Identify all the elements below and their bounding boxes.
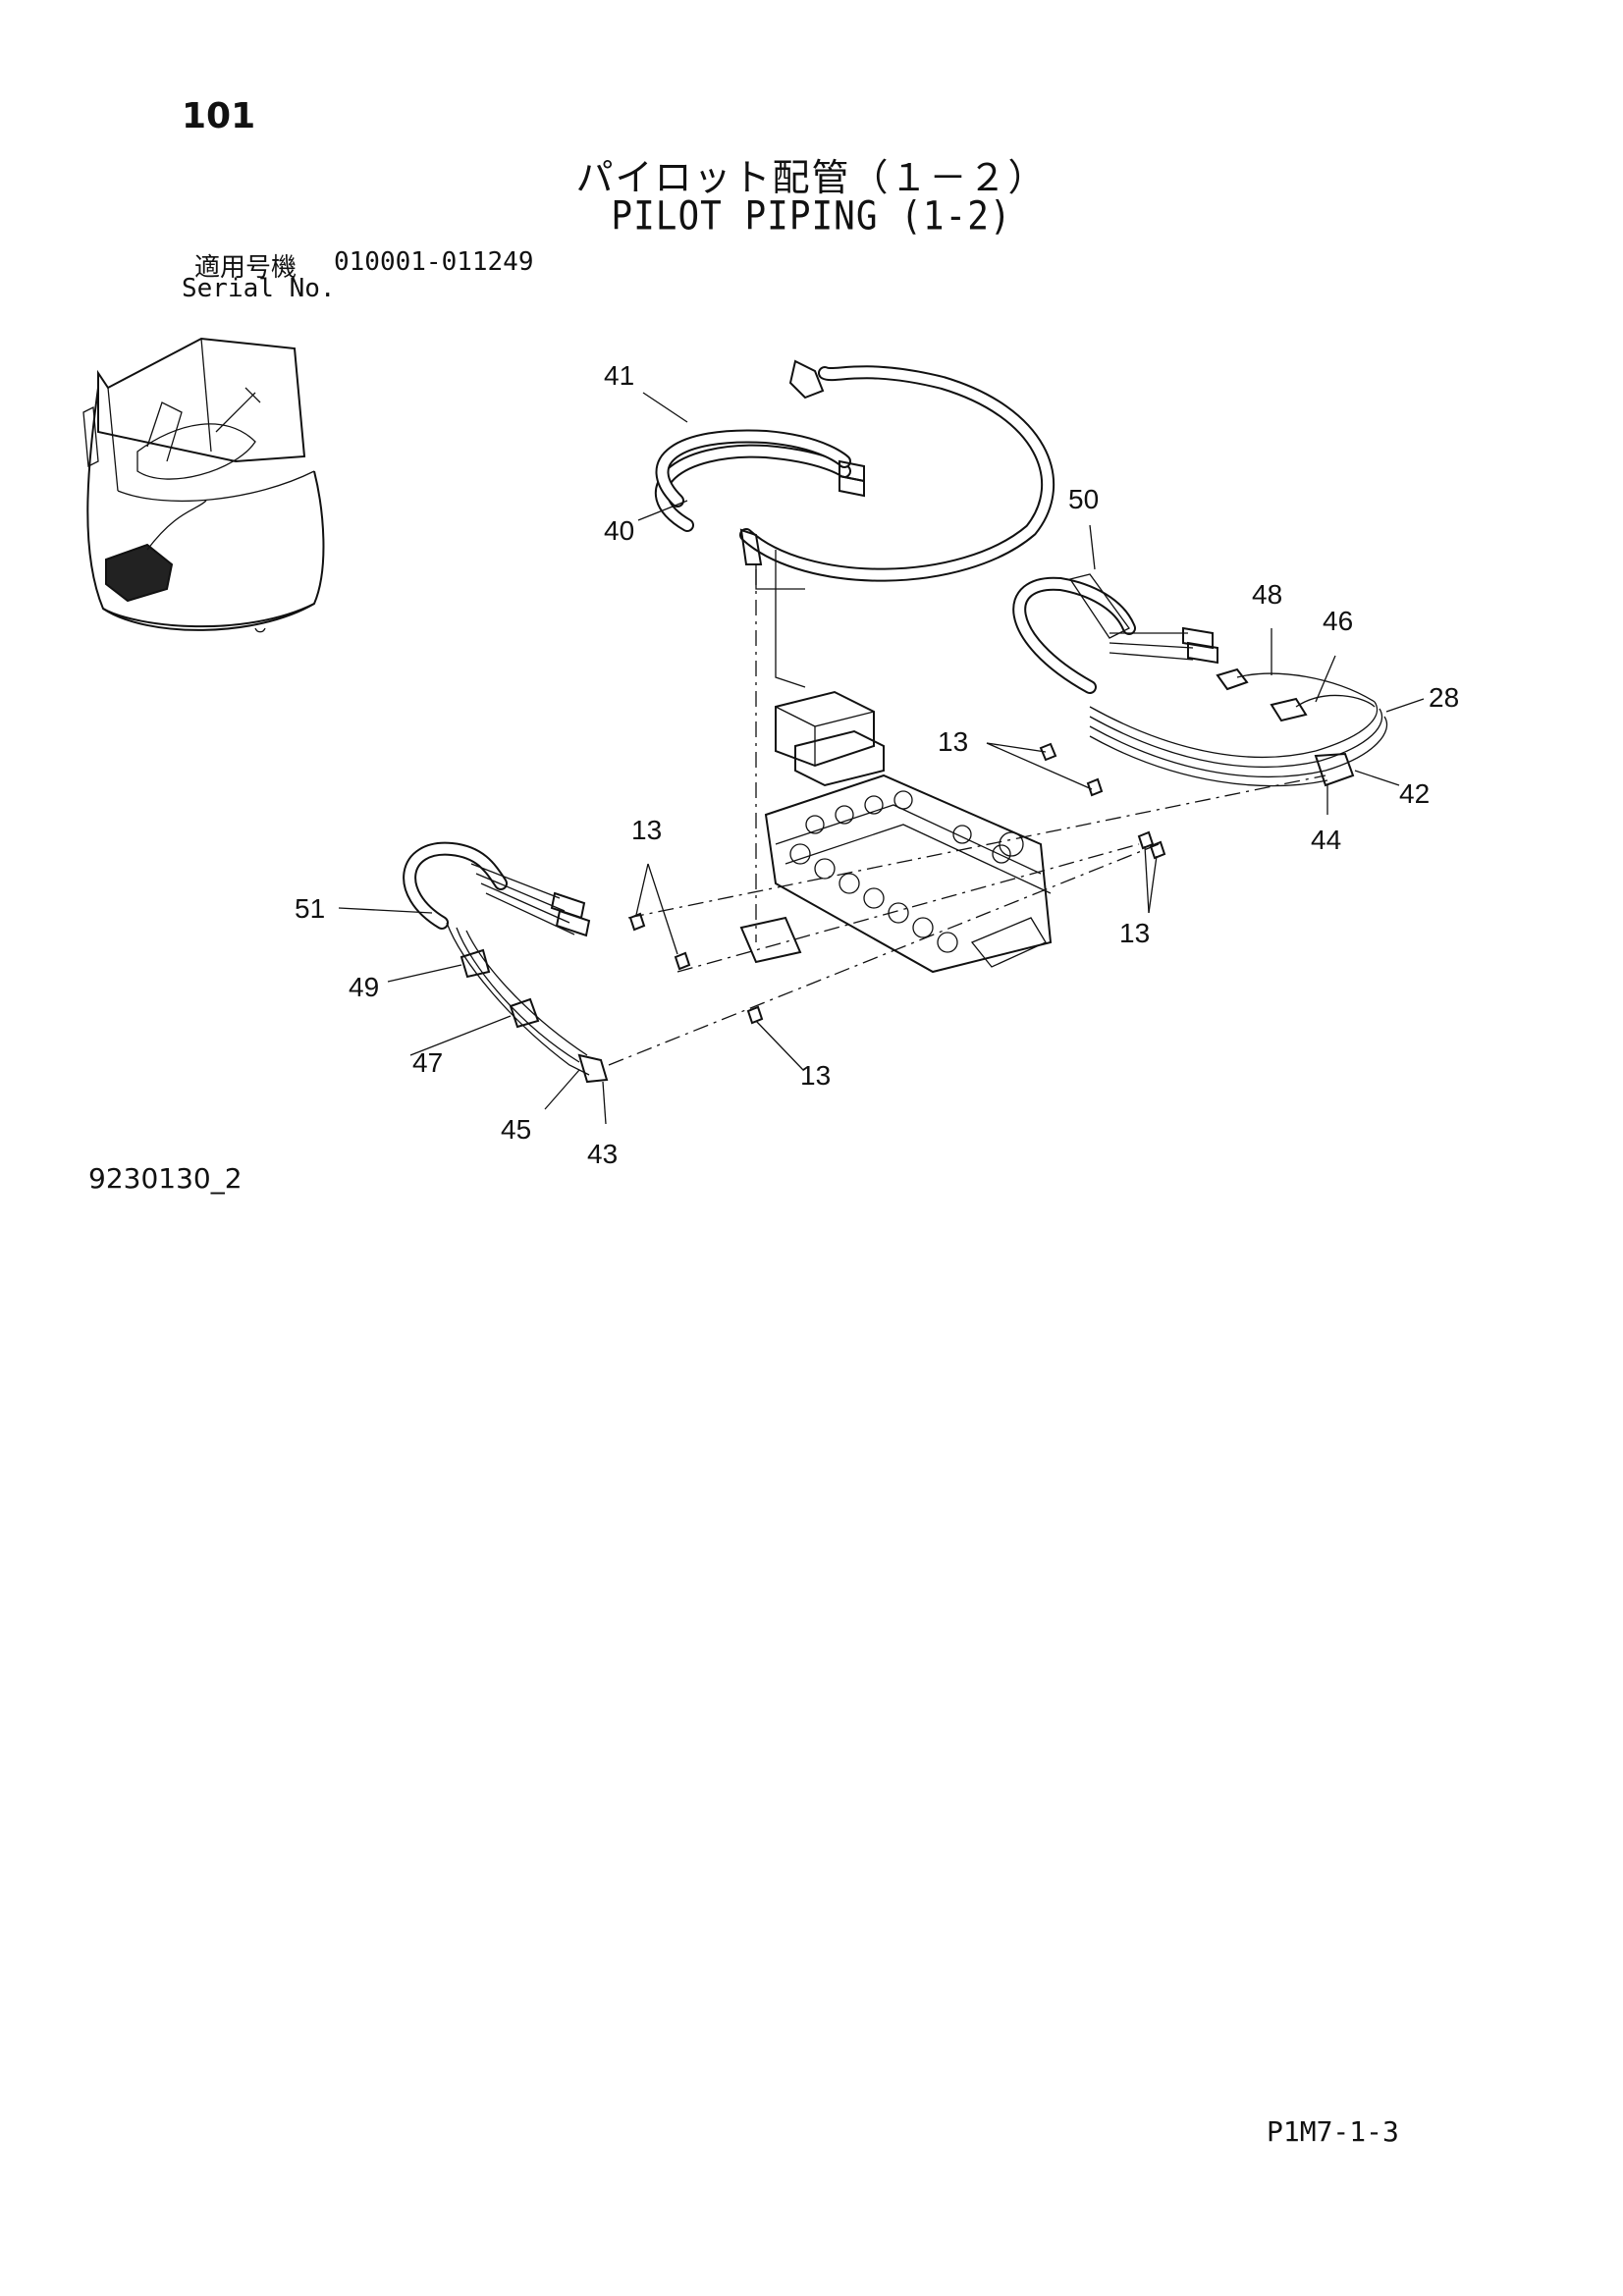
page-reference: P1M7-1-3	[1267, 2115, 1399, 2148]
control-valve-assembly	[739, 774, 1053, 974]
serial-range: 010001-011249	[334, 247, 534, 277]
callout-13-upper-left: 13	[631, 815, 662, 845]
callout-51: 51	[295, 893, 325, 924]
callout-28: 28	[1429, 682, 1459, 713]
callout-13-upper-right: 13	[938, 726, 968, 757]
hose-assembly-40-41	[654, 359, 1055, 590]
callout-47: 47	[412, 1047, 443, 1078]
figure-code: 9230130_2	[88, 1162, 243, 1195]
page-number: 101	[182, 96, 256, 136]
title-english: PILOT PIPING (1-2)	[611, 193, 1012, 240]
callout-50: 50	[1068, 484, 1099, 514]
solenoid-valve-block	[775, 690, 885, 787]
callout-42: 42	[1399, 778, 1430, 809]
callout-40: 40	[604, 515, 634, 546]
callout-43: 43	[587, 1139, 618, 1169]
title-japanese: パイロット配管（１－２）	[575, 156, 1048, 199]
hose-assembly-50	[1012, 573, 1388, 787]
callout-46: 46	[1323, 606, 1353, 636]
callout-49: 49	[349, 972, 379, 1002]
hose-assembly-51	[403, 841, 609, 1084]
machine-overview-illustration	[82, 337, 325, 633]
serial-label-english: Serial No.	[182, 274, 336, 303]
callout-labels: 41 40 50 48 46 28 42 44 13 13 13 13 51 4…	[295, 360, 1459, 1169]
fitting-13-group	[628, 742, 1166, 1025]
callout-45: 45	[501, 1114, 531, 1145]
leader-lines	[338, 392, 1425, 1125]
callout-48: 48	[1252, 579, 1282, 610]
callout-41: 41	[604, 360, 634, 391]
callout-13-right: 13	[1119, 918, 1150, 948]
callout-44: 44	[1311, 825, 1341, 855]
serial-label-japanese: 適用号機	[194, 253, 298, 283]
callout-13-lower: 13	[800, 1060, 831, 1091]
